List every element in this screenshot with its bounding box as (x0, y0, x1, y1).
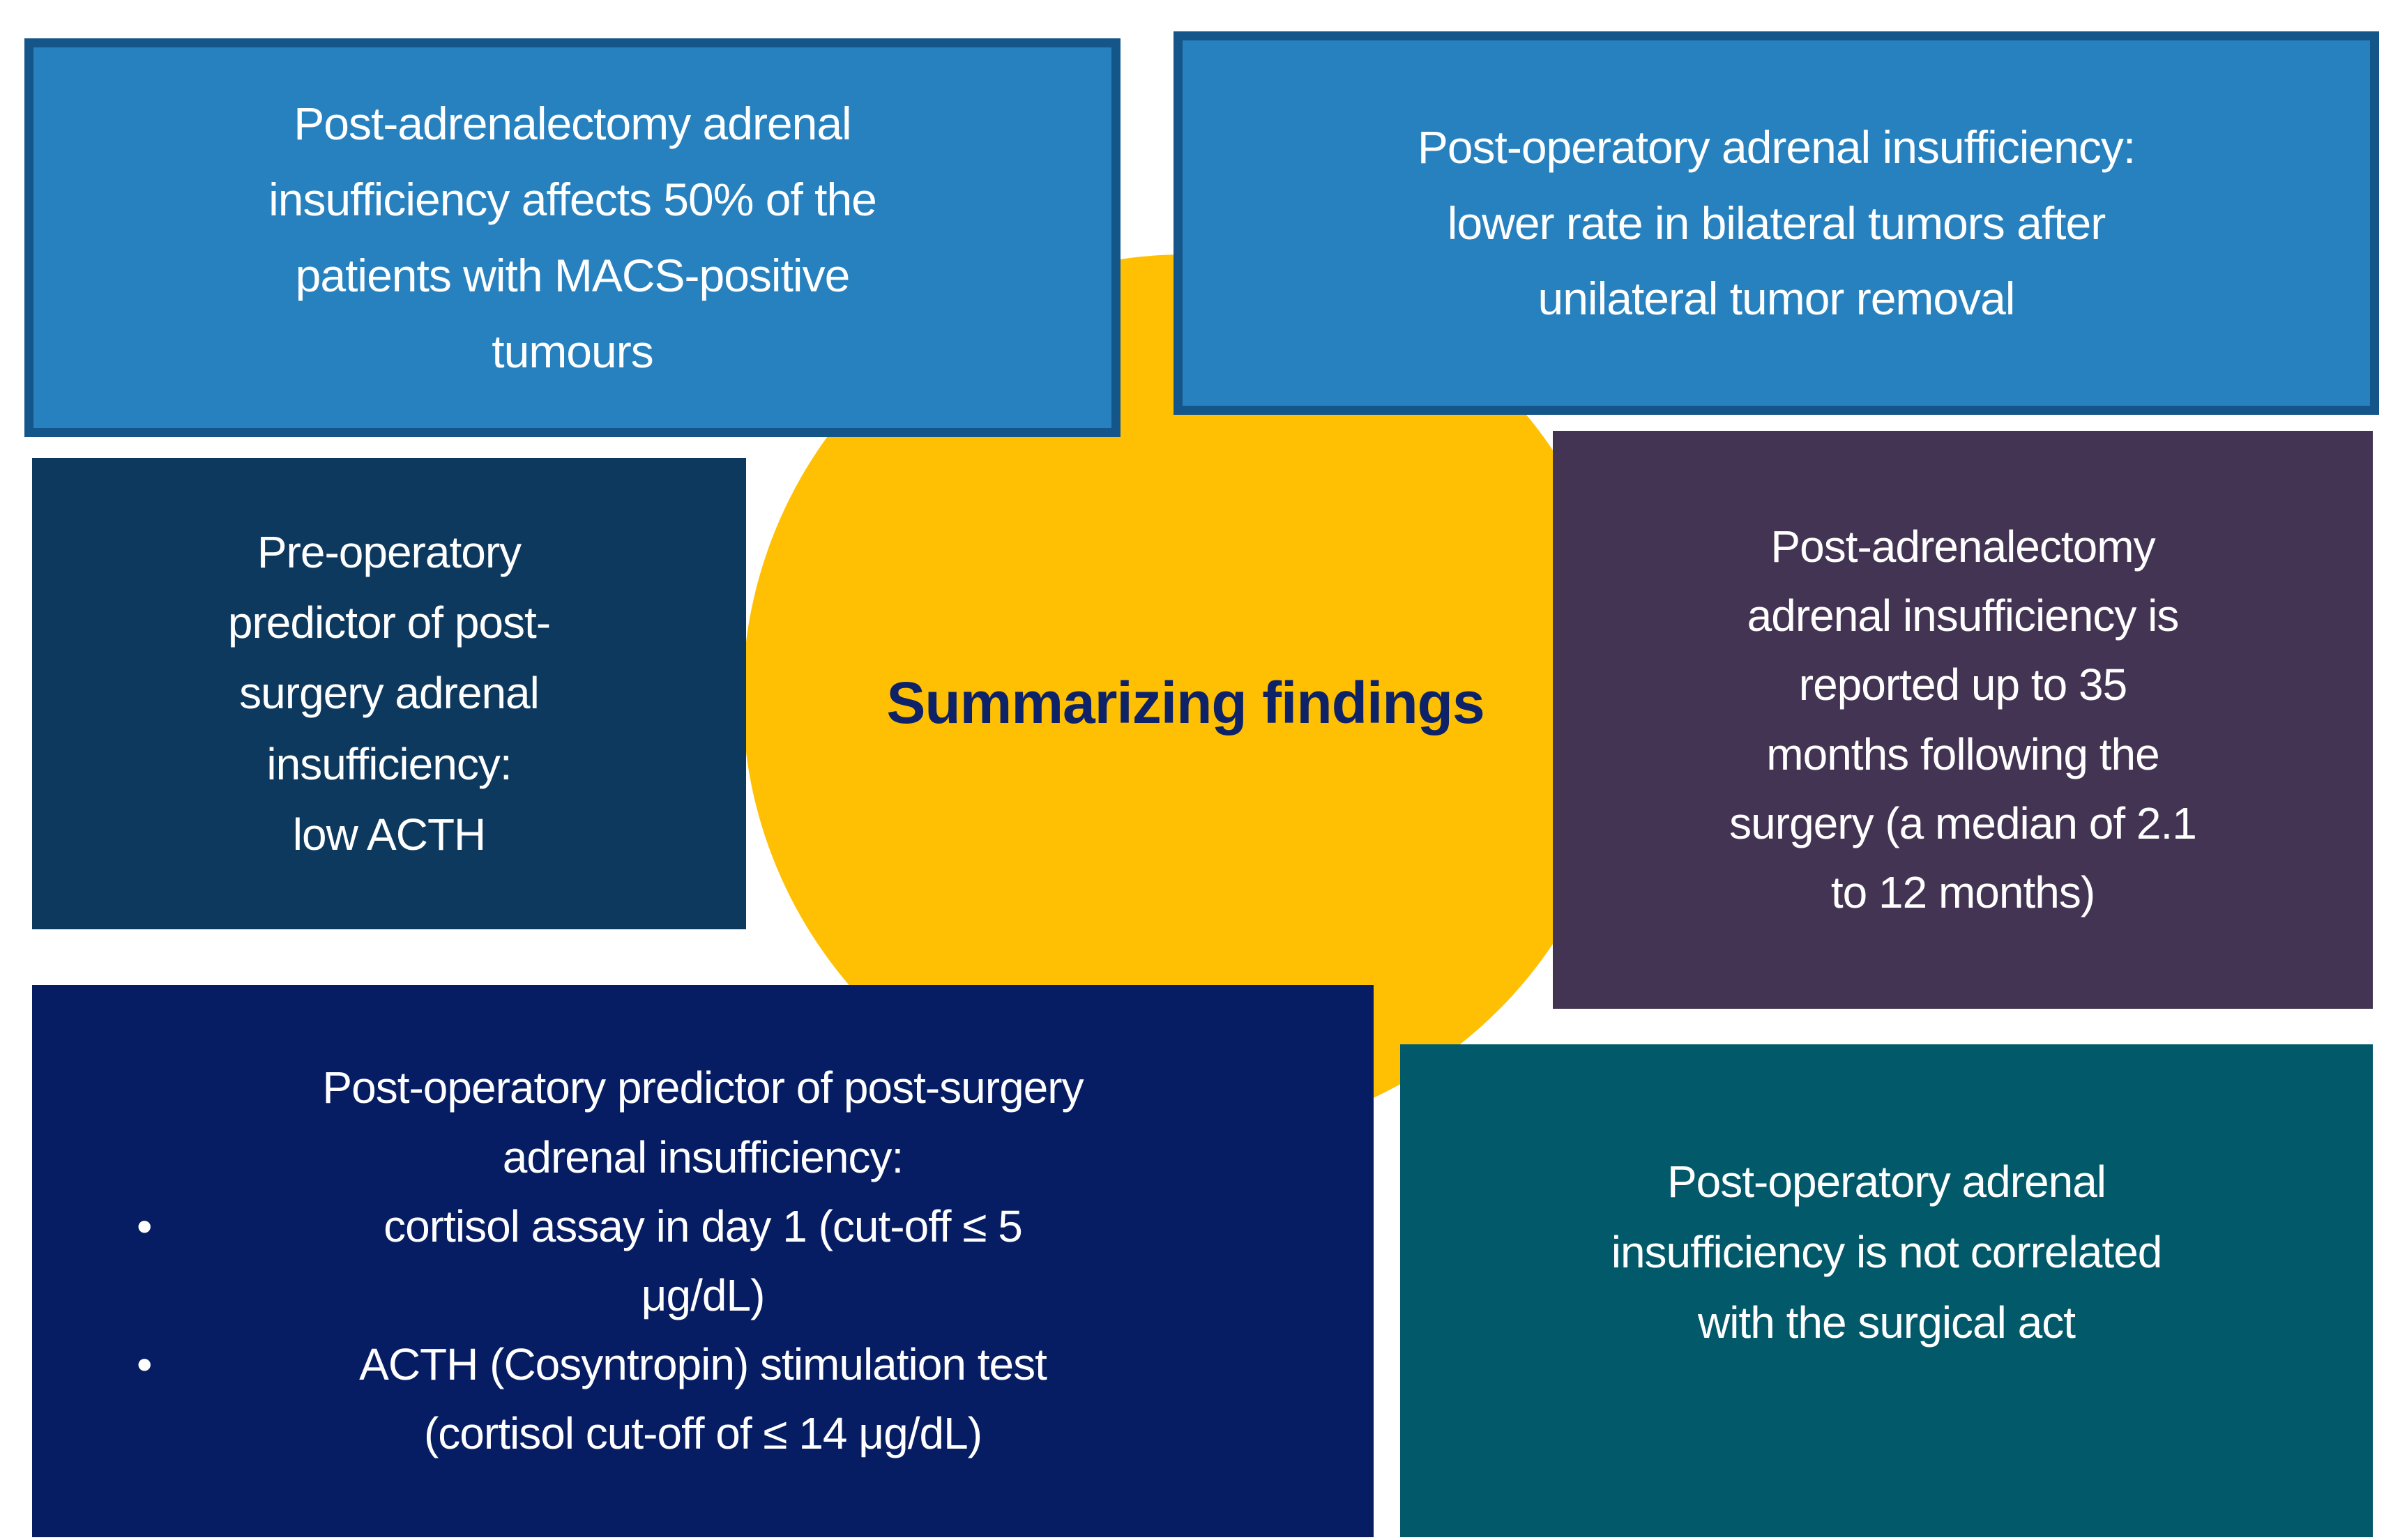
bullet-item: • ACTH (Cosyntropin) stimulation test (c… (32, 1330, 1374, 1468)
bullet-marker: • (137, 1339, 153, 1390)
box-bilateral-tumors: Post-operatory adrenal insufficiency: lo… (1174, 31, 2379, 415)
bullet-marker: • (137, 1200, 153, 1251)
box-postop-predictor: Post-operatory predictor of post-surgery… (32, 985, 1374, 1537)
box-macs-positive: Post-adrenalectomy adrenal insufficiency… (24, 38, 1121, 437)
box-preop-predictor: Pre-operatory predictor of post- surgery… (32, 458, 746, 929)
box-35-months: Post-adrenalectomy adrenal insufficiency… (1553, 431, 2373, 1009)
bullet-text: cortisol assay in day 1 (cut-off ≤ 5 μg/… (383, 1200, 1023, 1320)
bullet-text: ACTH (Cosyntropin) stimulation test (cor… (359, 1339, 1047, 1459)
box-text: Post-adrenalectomy adrenal insufficiency… (268, 98, 877, 377)
box-text: Pre-operatory predictor of post- surgery… (227, 527, 551, 860)
box-heading: Post-operatory predictor of post-surgery… (322, 1062, 1084, 1182)
box-text: Post-operatory adrenal insufficiency is … (1611, 1156, 2163, 1348)
bullet-item: • cortisol assay in day 1 (cut-off ≤ 5 μ… (32, 1192, 1374, 1330)
box-not-correlated: Post-operatory adrenal insufficiency is … (1400, 1044, 2373, 1537)
box-text: Post-operatory adrenal insufficiency: lo… (1417, 121, 2136, 325)
box-text: Post-adrenalectomy adrenal insufficiency… (1729, 521, 2197, 917)
summary-title: Summarizing findings (886, 670, 1484, 735)
